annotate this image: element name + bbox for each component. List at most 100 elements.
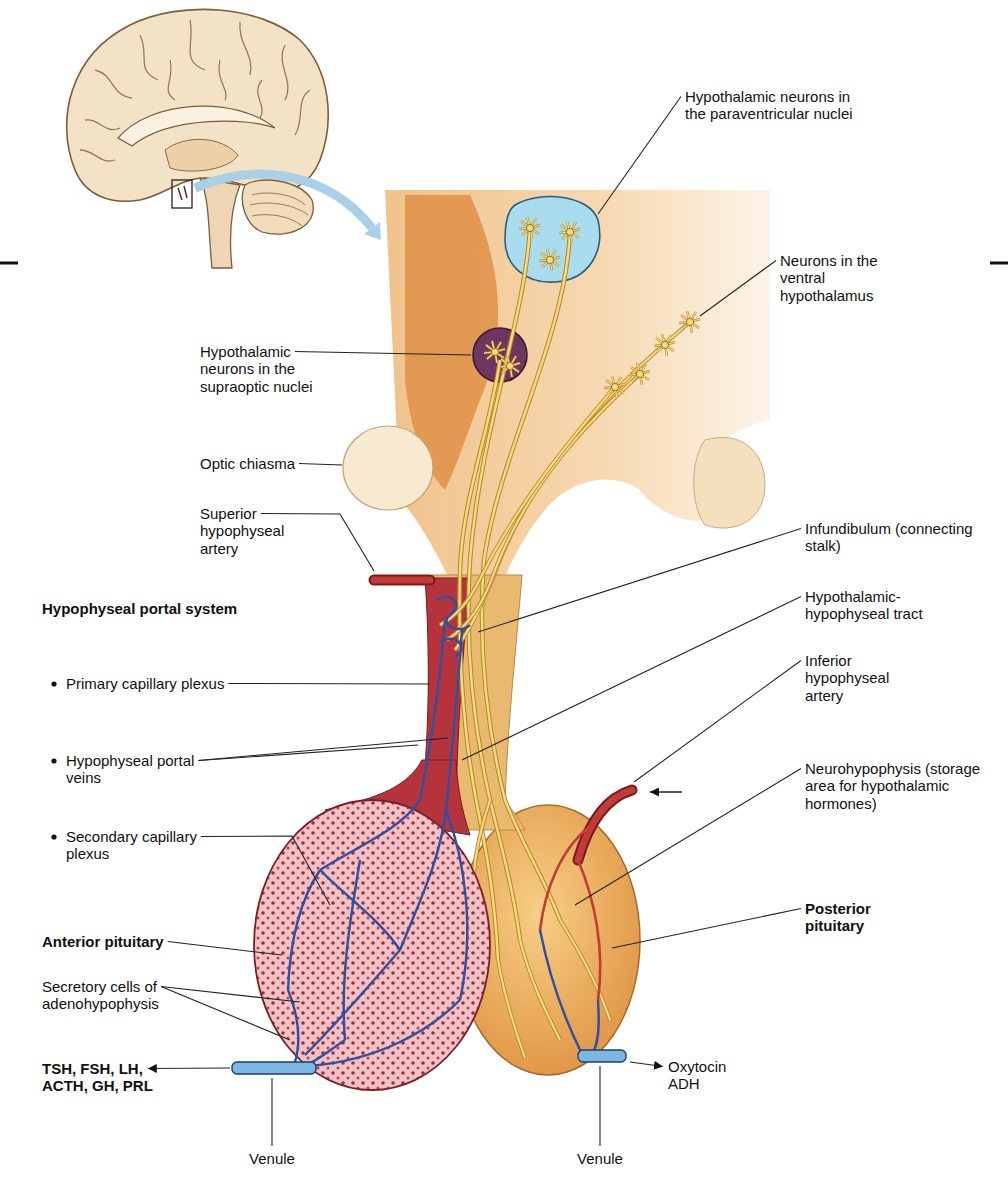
- artery: [578, 790, 632, 860]
- leader-line: [478, 529, 801, 633]
- secondary-plexus: [320, 800, 420, 870]
- anatomy-label: Hypophyseal portal veins: [66, 752, 196, 787]
- neuron-cell: [679, 311, 700, 333]
- nerve-fiber: [498, 960, 525, 1058]
- leader-line: [228, 683, 430, 685]
- portal-vessel: [436, 597, 470, 629]
- nerve-fiber: [447, 374, 640, 640]
- brain-inset: [85, 120, 120, 130]
- secondary-plexus: [310, 1000, 460, 1066]
- leader-line: [630, 1062, 663, 1067]
- neuron-cell: [604, 376, 625, 398]
- secondary-plexus: [288, 800, 467, 1066]
- portal-vessel: [420, 597, 470, 810]
- anatomy-label: Venule: [577, 1150, 623, 1167]
- brain-inset: [172, 180, 192, 208]
- leader-line: [198, 745, 418, 761]
- optic-chiasma: [343, 426, 433, 510]
- anatomy-label: Posterior pituitary: [805, 900, 915, 935]
- anatomy-label: Venule: [249, 1150, 295, 1167]
- hypothalamus: [385, 190, 770, 590]
- nerve-fiber: [560, 920, 610, 1020]
- brain-inset: [190, 20, 205, 70]
- vein: [540, 930, 582, 1054]
- bullet: [51, 758, 56, 763]
- nerve-fiber: [520, 940, 560, 1040]
- brain-inset: [242, 180, 313, 234]
- anatomy-label: Secretory cells of adenohypophysis: [42, 978, 212, 1013]
- nerve-fiber: [455, 322, 690, 650]
- hypothalamus: [385, 190, 770, 590]
- brain-inset: [195, 174, 372, 228]
- portal-vessel: [420, 620, 445, 800]
- anatomy-label: TSH, FSH, LH, ACTH, GH, PRL: [42, 1060, 167, 1095]
- secondary-plexus: [400, 810, 446, 950]
- brain-inset: [80, 150, 115, 161]
- secondary-plexus: [305, 950, 400, 1055]
- bullet: [51, 681, 56, 839]
- artery: [374, 577, 430, 584]
- anatomy-label: Optic chiasma: [200, 455, 295, 472]
- brain-inset: [282, 45, 288, 100]
- anterior-pituitary: [254, 800, 490, 1090]
- neuron-cell: [519, 217, 540, 239]
- brain-inset: [258, 80, 262, 118]
- vein: [592, 1000, 599, 1054]
- anatomy-label: Neurons in the ventral hypothalamus: [780, 252, 900, 304]
- nerve-fiber: [440, 387, 615, 625]
- artery: [540, 826, 590, 930]
- paraventricular-nucleus: [505, 197, 600, 283]
- anatomy-label: Hypophyseal portal system: [42, 600, 237, 617]
- leader-line: [700, 261, 776, 317]
- neuron-cell: [629, 363, 650, 385]
- nerve-fiber: [447, 374, 640, 640]
- leader-line: [261, 514, 374, 572]
- leader-line: [271, 1078, 272, 1146]
- brain-inset: [200, 178, 240, 268]
- leader-line: [612, 909, 801, 949]
- brain-inset: [67, 9, 381, 268]
- brain-inset: [295, 90, 310, 135]
- neuron-cell: [539, 249, 560, 271]
- anatomy-label: Inferior hypophyseal artery: [805, 652, 925, 704]
- secondary-plexus: [344, 860, 360, 1040]
- leader-line: [634, 661, 801, 783]
- bullet: [51, 681, 56, 686]
- nerve-fiber: [440, 387, 615, 625]
- anatomy-label: Oxytocin ADH: [668, 1058, 743, 1093]
- venule: [578, 1050, 626, 1062]
- leader-line: [295, 352, 471, 356]
- brain-inset: [252, 215, 302, 226]
- brain-inset: [219, 60, 226, 100]
- brain-inset: [140, 35, 158, 80]
- pointer-arrow: [650, 791, 682, 792]
- leader-line: [168, 942, 282, 956]
- bullet: [51, 834, 56, 839]
- artery: [540, 790, 632, 1000]
- artery: [374, 575, 430, 586]
- nerve-fiber: [520, 940, 560, 1040]
- leader-line: [575, 769, 801, 906]
- neuron-cell: [484, 217, 700, 398]
- anatomy-label: Anterior pituitary: [42, 933, 164, 950]
- anatomy-label: Neurohypophysis (storage area for hypoth…: [805, 760, 985, 812]
- hypothalamus: [694, 437, 765, 528]
- leader-line: [201, 836, 330, 905]
- venule: [232, 1062, 316, 1074]
- neuron-cell: [499, 355, 520, 377]
- anatomy-label: Hypothalamic neurons in the paraventricu…: [685, 88, 860, 123]
- leader-line: [299, 464, 342, 466]
- anatomy-label: Primary capillary plexus: [66, 675, 224, 692]
- leader-line: [148, 97, 801, 1147]
- portal-vessel: [446, 630, 462, 810]
- leader-line: [161, 987, 290, 1041]
- artery: [578, 860, 600, 1000]
- artery: [578, 790, 632, 860]
- anatomy-label: Hypothalamic-hypophyseal tract: [805, 588, 985, 623]
- nerve-fiber: [498, 960, 525, 1058]
- anatomy-label: Secondary capillary plexus: [66, 828, 226, 863]
- brain-inset: [168, 60, 175, 100]
- edge-dash: [0, 262, 18, 265]
- nerve-fiber: [560, 920, 610, 1020]
- nerve-fiber: [455, 322, 690, 650]
